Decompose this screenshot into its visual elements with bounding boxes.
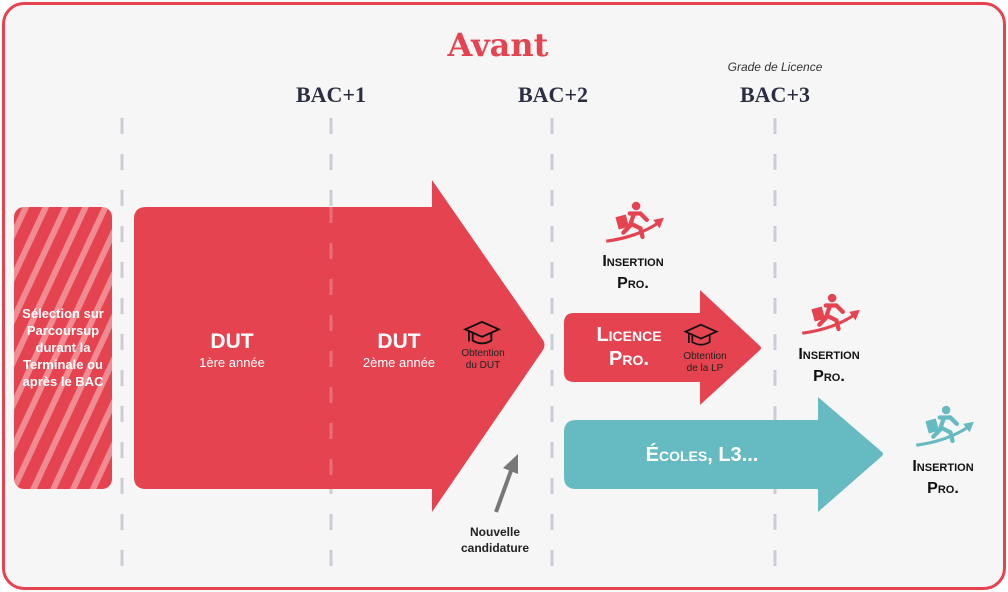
ecoles-label: Écoles, L3... [645, 444, 759, 466]
nouvelle-candidature-arrow [494, 467, 514, 513]
selection-box [14, 207, 112, 489]
level-bac3: BAC+3 [740, 82, 810, 107]
level-bac2: BAC+2 [518, 82, 588, 107]
insertion-runner-icon [802, 294, 860, 333]
insertion-runner-icon [916, 406, 974, 445]
dut1-sub: 1ère année [199, 355, 265, 370]
dut1-title: DUT [210, 330, 254, 353]
grade-licence-note: Grade de Licence [727, 60, 823, 74]
insertion-runner-icon [606, 202, 664, 241]
licence-pro-arrow [564, 290, 761, 405]
dut2-sub: 2ème année [362, 355, 436, 370]
dut-arrow [134, 180, 545, 512]
dut2-title: DUT [377, 330, 421, 353]
level-bac1: BAC+1 [296, 82, 366, 107]
ecoles-arrow [564, 397, 883, 512]
page-title: Avant [447, 26, 549, 64]
